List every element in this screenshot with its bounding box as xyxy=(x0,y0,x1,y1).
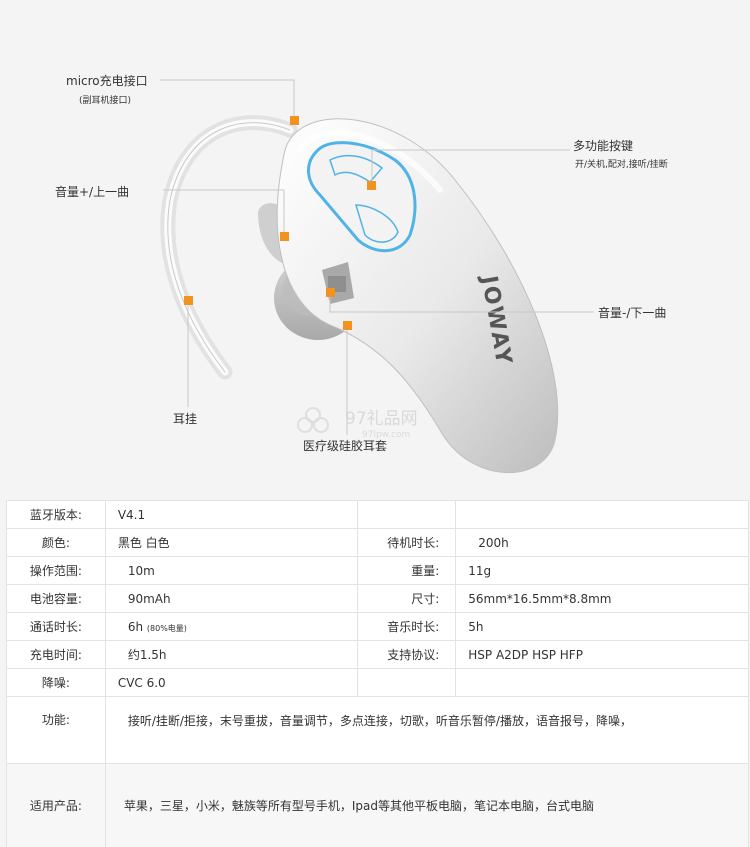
table-row: 充电时间: 约1.5h 支持协议: HSP A2DP HSP HFP xyxy=(6,640,749,669)
table-row: 电池容量: 90mAh 尺寸: 56mm*16.5mm*8.8mm xyxy=(6,584,749,613)
multi-button-outline xyxy=(307,141,417,253)
spec-value: HSP A2DP HSP HFP xyxy=(455,640,749,669)
callout-ear-hook: 耳挂 xyxy=(173,412,198,426)
spec-value: CVC 6.0 xyxy=(104,668,359,697)
table-row: 颜色: 黑色 白色 待机时长: 200h xyxy=(6,528,749,557)
callout-multi-button-sub: 开/关机,配对,接听/挂断 xyxy=(575,160,668,170)
spec-value: 200h xyxy=(455,528,749,557)
spec-label: 充电时间: xyxy=(6,640,106,669)
spec-table: 蓝牙版本: V4.1 颜色: 黑色 白色 待机时长: 200h 操作范围: 10… xyxy=(6,500,750,847)
watermark: 97礼品网 97lpw.com xyxy=(297,407,418,440)
spec-label: 尺寸: xyxy=(357,584,457,613)
spec-value: 接听/挂断/拒接，末号重拔，音量调节，多点连接，切歌，听音乐暂停/播放，语音报号… xyxy=(104,696,750,764)
spec-label: 操作范围: xyxy=(6,556,106,585)
spec-label: 音乐时长: xyxy=(357,612,457,641)
table-row: 通话时长: 6h (80%电量) 音乐时长: 5h xyxy=(6,612,749,641)
table-row: 降噪: CVC 6.0 xyxy=(6,668,749,697)
callout-volume-down: 音量-/下一曲 xyxy=(598,306,667,320)
spec-value: 90mAh xyxy=(104,584,359,613)
spec-label: 适用产品: xyxy=(6,763,106,847)
table-row: 操作范围: 10m 重量: 11g xyxy=(6,556,749,585)
talk-note: (80%电量) xyxy=(146,623,187,633)
table-row: 蓝牙版本: V4.1 xyxy=(6,500,749,529)
spec-label: 颜色: xyxy=(6,528,106,557)
spec-label: 电池容量: xyxy=(6,584,106,613)
spec-label: 支持协议: xyxy=(357,640,457,669)
callout-micro-port-sub: (副耳机接口) xyxy=(79,96,132,106)
callout-volume-up: 音量+/上一曲 xyxy=(55,185,130,199)
spec-value: 10m xyxy=(104,556,359,585)
table-row: 功能: 接听/挂断/拒接，末号重拔，音量调节，多点连接，切歌，听音乐暂停/播放，… xyxy=(6,696,750,764)
talk-value: 6h xyxy=(127,619,144,634)
spec-label: 通话时长: xyxy=(6,612,106,641)
callout-micro-port: micro充电接口 xyxy=(66,74,148,88)
spec-label: 重量: xyxy=(357,556,457,585)
spec-value: 5h xyxy=(455,612,749,641)
spec-label: 待机时长: xyxy=(357,528,457,557)
spec-label: 功能: xyxy=(6,696,106,764)
spec-value: 56mm*16.5mm*8.8mm xyxy=(455,584,749,613)
product-diagram: JOWAY 97礼品网 97lpw.com mi xyxy=(55,74,668,473)
watermark-name: 97礼品网 xyxy=(345,409,418,429)
spec-value: 11g xyxy=(455,556,749,585)
callout-multi-button: 多功能按键 xyxy=(573,139,634,153)
spec-value: V4.1 xyxy=(104,500,359,529)
callout-ear-tip: 医疗级硅胶耳套 xyxy=(303,439,388,453)
spec-label: 降噪: xyxy=(6,668,106,697)
spec-value: 约1.5h xyxy=(104,640,359,669)
spec-value: 黑色 白色 xyxy=(104,528,359,557)
spec-label: 蓝牙版本: xyxy=(6,500,106,529)
table-row: 适用产品: 苹果，三星，小米，魅族等所有型号手机，Ipad等其他平板电脑，笔记本… xyxy=(6,763,750,847)
watermark-url: 97lpw.com xyxy=(362,430,410,440)
headset-illustration: JOWAY 97礼品网 97lpw.com xyxy=(160,79,594,473)
spec-value: 6h (80%电量) xyxy=(104,612,359,641)
spec-value: 苹果，三星，小米，魅族等所有型号手机，Ipad等其他平板电脑，笔记本电脑，台式电… xyxy=(104,763,750,847)
